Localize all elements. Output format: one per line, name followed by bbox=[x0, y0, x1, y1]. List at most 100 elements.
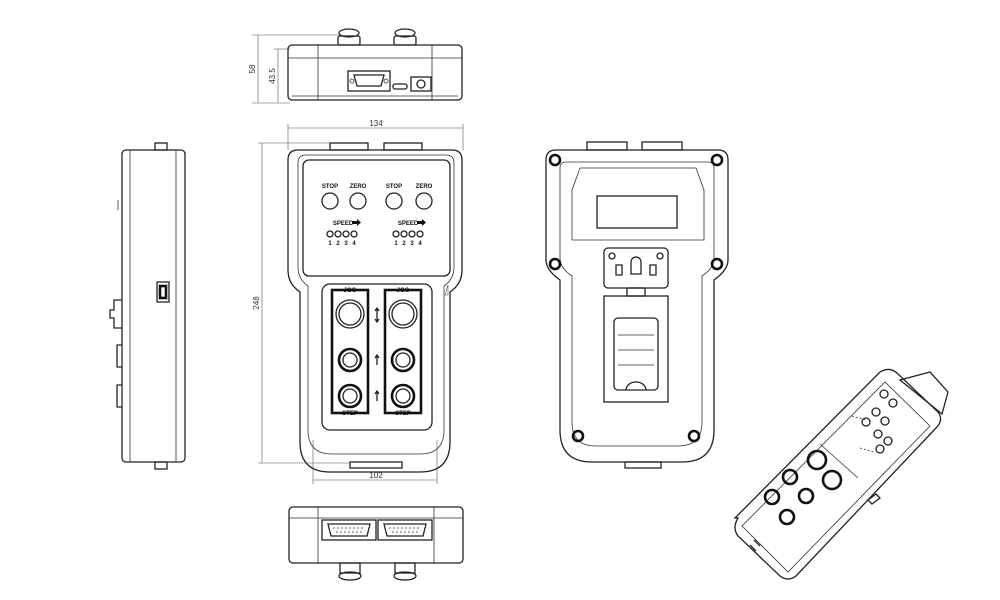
drawing-line bbox=[763, 488, 781, 506]
dim-length: 248 bbox=[252, 296, 261, 310]
drawing-line bbox=[394, 28, 416, 38]
drawing-line bbox=[338, 302, 362, 326]
zero-button-2[interactable] bbox=[415, 192, 433, 210]
drawing-line bbox=[559, 161, 715, 447]
drawing-line bbox=[444, 284, 449, 296]
isometric-view bbox=[733, 368, 949, 580]
drawing-line bbox=[641, 141, 683, 151]
usb-port bbox=[392, 83, 408, 90]
drawing-line bbox=[350, 230, 358, 238]
jog-knob-2[interactable] bbox=[388, 299, 418, 329]
drawing-line: 4 bbox=[352, 241, 356, 247]
speed-label-2: SPEED bbox=[398, 221, 419, 227]
stop-label-1: STOP bbox=[322, 184, 338, 190]
drawing-line bbox=[154, 461, 168, 470]
drawing-line bbox=[326, 230, 334, 238]
drawing-line bbox=[347, 70, 391, 92]
drawing-line bbox=[778, 508, 796, 526]
drawing-line bbox=[400, 230, 408, 238]
drawing-line bbox=[888, 398, 898, 408]
bottom-view bbox=[288, 506, 464, 581]
drawing-line bbox=[377, 519, 433, 541]
drawing-line bbox=[618, 334, 654, 366]
drawing-line bbox=[321, 283, 433, 431]
drawing-line bbox=[781, 468, 799, 486]
drawing-line bbox=[710, 153, 724, 167]
drawing-line bbox=[395, 352, 411, 368]
jog-knob-1[interactable] bbox=[335, 299, 365, 329]
drawing-line bbox=[819, 443, 859, 479]
drawing-line bbox=[571, 429, 585, 443]
db15-connector-2 bbox=[377, 519, 433, 541]
drawing-line bbox=[154, 142, 168, 151]
drawing-line bbox=[410, 76, 432, 92]
drawing-line bbox=[333, 527, 365, 533]
drawing-line bbox=[302, 159, 451, 277]
up-down-arrow-icon bbox=[374, 306, 380, 324]
drawing-line: 2 bbox=[336, 241, 340, 247]
drawing-line bbox=[851, 415, 875, 453]
arrow-right-icon bbox=[417, 219, 426, 226]
drawing-line bbox=[287, 149, 463, 473]
drawing-line bbox=[898, 371, 949, 416]
drawing-line bbox=[548, 153, 562, 167]
drawing-line: 1 bbox=[328, 241, 332, 247]
drawing-line bbox=[393, 571, 417, 581]
drawing-line bbox=[879, 389, 889, 399]
drawing-line bbox=[873, 429, 883, 439]
jog-knob-top-right bbox=[393, 28, 417, 46]
stop-button-1[interactable] bbox=[321, 192, 339, 210]
jog-knob-bottom-left bbox=[338, 562, 362, 581]
drawing-line bbox=[545, 149, 729, 463]
drawing-line bbox=[116, 344, 122, 408]
drawing-line bbox=[608, 252, 616, 260]
drawing-line bbox=[342, 230, 350, 238]
jog-label-2: JOG bbox=[397, 288, 410, 294]
db15-connector-1 bbox=[321, 519, 377, 541]
drawing-line bbox=[625, 381, 647, 391]
step-label-2: STEP bbox=[395, 411, 411, 417]
drawing-line: 4 bbox=[418, 241, 422, 247]
drawing-line bbox=[158, 284, 168, 300]
drawing-line bbox=[626, 287, 646, 297]
stop-button-2[interactable] bbox=[385, 192, 403, 210]
speed-leds-1: 1 2 3 4 bbox=[326, 230, 358, 247]
zero-button-1[interactable] bbox=[349, 192, 367, 210]
drawing-line bbox=[797, 487, 815, 505]
drawing-line bbox=[741, 381, 931, 573]
step-button-1[interactable] bbox=[337, 347, 363, 373]
drawing-line bbox=[287, 44, 463, 101]
dc-jack bbox=[410, 76, 432, 92]
drawing-line bbox=[353, 74, 385, 87]
drawing-line bbox=[338, 571, 362, 581]
step-button-2[interactable] bbox=[390, 347, 416, 373]
jog-knob-top-left bbox=[337, 28, 361, 46]
top-view: 58 43.5 bbox=[248, 28, 463, 104]
drawing-line bbox=[687, 429, 701, 443]
drawing-line bbox=[394, 562, 416, 574]
jog-panel: JOG JOG STEP STEP bbox=[321, 283, 433, 431]
drawing-line bbox=[327, 523, 371, 537]
drawing-line bbox=[871, 407, 881, 417]
drawing-line bbox=[392, 230, 400, 238]
drawing-line bbox=[408, 230, 416, 238]
drawing-line bbox=[288, 506, 464, 564]
drawing-line bbox=[121, 149, 186, 463]
speed-leds-2: 1 2 3 4 bbox=[392, 230, 424, 247]
db9-connector bbox=[347, 70, 391, 92]
drawing-line bbox=[297, 154, 455, 455]
drawing-line bbox=[338, 28, 360, 38]
drawing-line bbox=[416, 230, 424, 238]
drawing-line bbox=[342, 388, 358, 404]
step-label-1: STEP bbox=[342, 411, 358, 417]
drawing-line bbox=[861, 417, 871, 427]
step-button-3[interactable] bbox=[337, 383, 363, 409]
drawing-line bbox=[389, 527, 421, 533]
jog-label-1: JOG bbox=[344, 288, 357, 294]
belt-clip bbox=[603, 247, 669, 403]
drawing-line bbox=[867, 493, 881, 505]
drawing-line bbox=[334, 230, 342, 238]
drawing-line bbox=[613, 317, 659, 391]
drawing-line bbox=[342, 352, 358, 368]
step-button-4[interactable] bbox=[390, 383, 416, 409]
